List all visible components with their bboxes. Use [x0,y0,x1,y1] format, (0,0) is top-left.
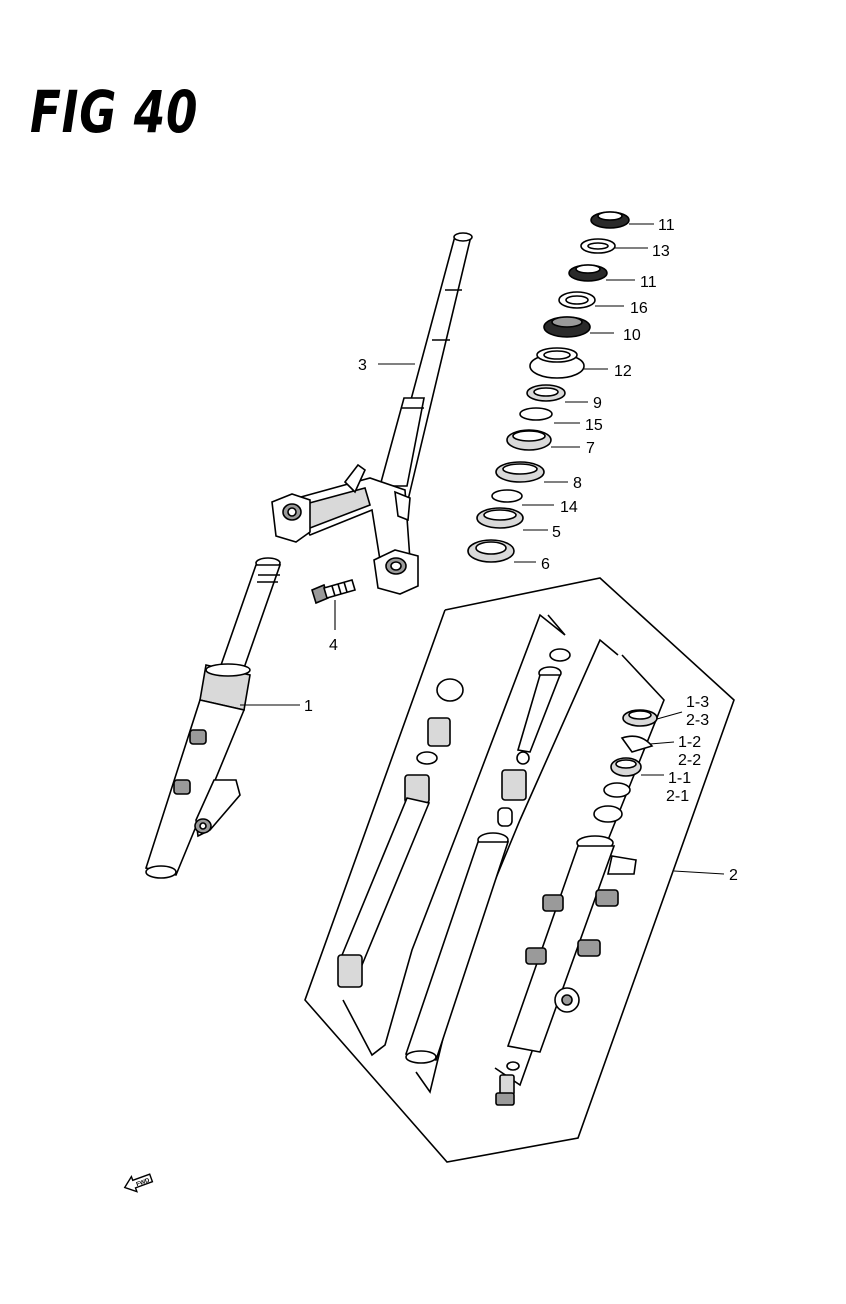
callout-10: 10 [623,327,641,344]
clamp-bolt [311,579,356,605]
fork-kit-outline [304,577,735,1163]
callout-7: 7 [586,440,595,457]
callout-16: 16 [630,300,648,317]
figure-title: FIG 40 [30,78,199,146]
steering-stem [271,232,473,595]
fork-spring-group [337,613,566,1057]
callout-14: 14 [560,499,578,516]
callout-2-1: 2-1 [666,788,689,805]
callout-13: 13 [652,243,670,260]
callout-4: 4 [329,637,338,654]
callout-5: 5 [552,524,561,541]
leader-lines [240,223,725,875]
callout-6: 6 [541,556,550,573]
callout-3: 3 [358,357,367,374]
callout-8: 8 [573,475,582,492]
outer-tube-group [494,654,665,1106]
callout-2-3: 2-3 [686,712,709,729]
callout-1-2: 1-2 [678,734,701,751]
callout-11-lower: 11 [640,274,657,291]
callout-2: 2 [729,867,738,884]
callout-11-top: 11 [658,217,675,234]
callout-9: 9 [593,395,602,412]
callout-1-3: 1-3 [686,694,709,711]
forward-arrow-icon: FWD [123,1173,154,1193]
callout-1: 1 [304,698,313,715]
left-fork-leg [144,557,282,879]
bearing-stack [467,211,630,563]
fwd-label: FWD [136,1178,152,1189]
damper-rod-group [404,638,619,1094]
callout-12: 12 [614,363,632,380]
callout-labels: 3 4 1 2 11 13 11 16 10 12 9 15 7 8 14 5 … [304,217,738,884]
callout-2-2: 2-2 [678,752,701,769]
callout-1-1: 1-1 [668,770,691,787]
callout-15: 15 [585,417,603,434]
